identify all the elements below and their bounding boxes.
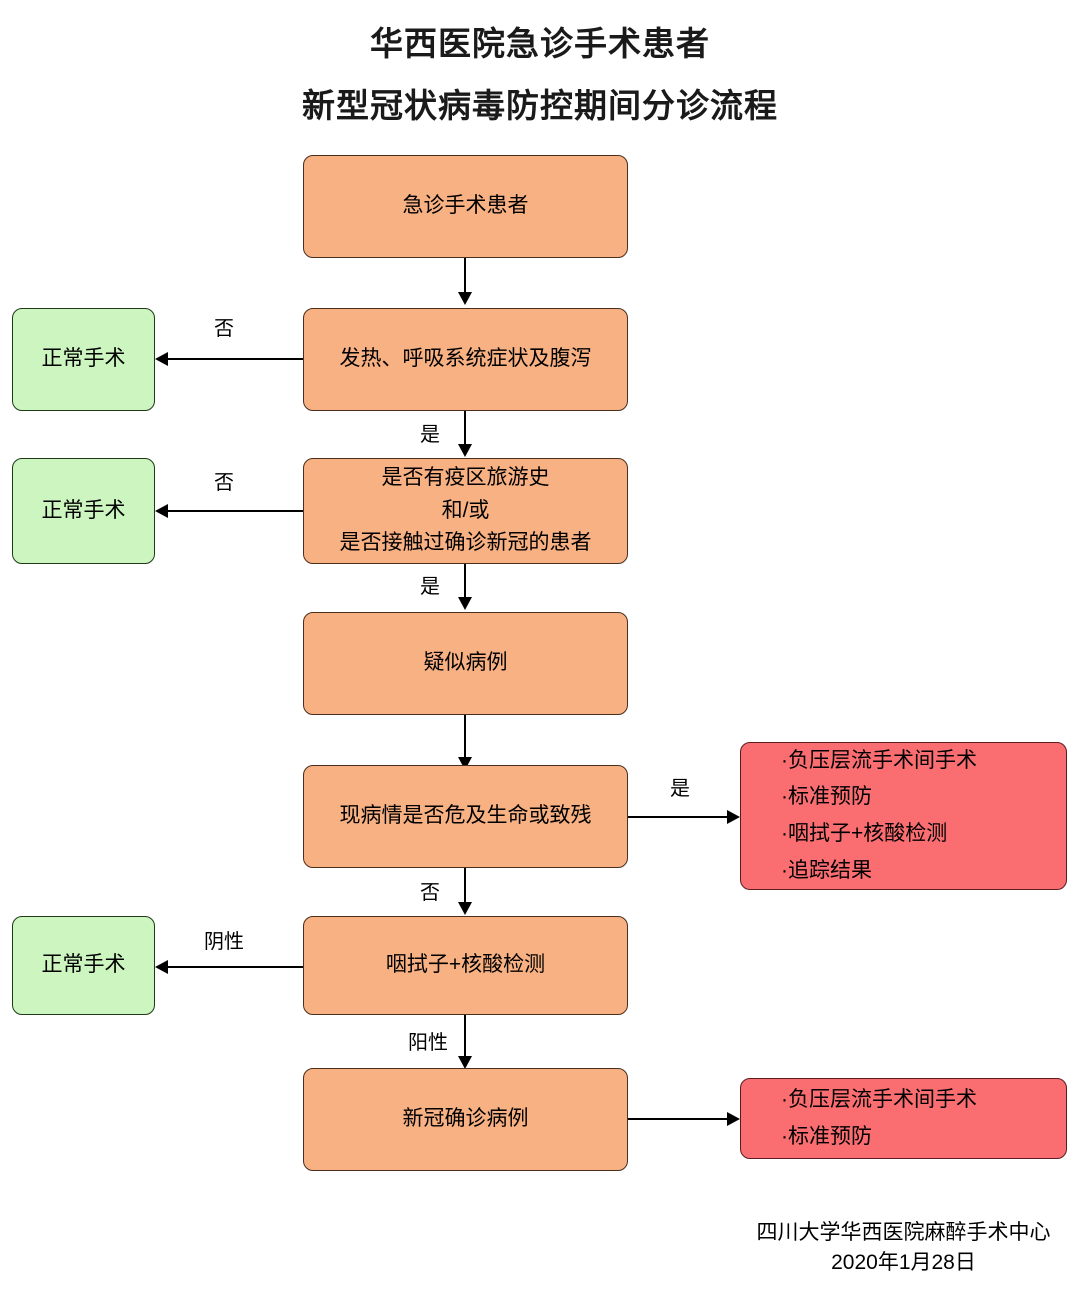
node-suspected-case: 疑似病例 — [303, 612, 628, 715]
node-symptoms-label: 发热、呼吸系统症状及腹泻 — [339, 347, 592, 371]
node-normal-surgery-2-label: 正常手术 — [41, 498, 126, 522]
node-normal-surgery-1-label: 正常手术 — [41, 347, 126, 371]
node-exposure-line-1: 是否有疫区旅游史 — [381, 466, 550, 490]
connector-life-threat-to-swab — [464, 868, 466, 903]
connector-swab-to-confirmed — [464, 1015, 466, 1057]
arrowhead-exposure-to-normal-2 — [155, 504, 168, 518]
node-normal-surgery-3: 正常手术 — [12, 916, 155, 1015]
urgent-measure-item-2: ·标准预防 — [781, 785, 872, 809]
confirmed-measure-item-1: ·负压层流手术间手术 — [781, 1087, 977, 1111]
arrowhead-exposure-to-suspected — [458, 597, 472, 610]
node-confirmed-measures: ·负压层流手术间手术 ·标准预防 — [740, 1078, 1067, 1159]
node-swab-test-label: 咽拭子+核酸检测 — [385, 953, 546, 977]
arrowhead-symptoms-to-normal-1 — [155, 352, 168, 366]
node-swab-test: 咽拭子+核酸检测 — [303, 916, 628, 1015]
connector-confirmed-to-measures — [628, 1118, 727, 1120]
edge-label-exposure-yes: 是 — [420, 576, 440, 598]
urgent-measure-item-3: ·咽拭子+核酸检测 — [781, 822, 948, 845]
node-symptoms: 发热、呼吸系统症状及腹泻 — [303, 308, 628, 411]
connector-exposure-to-normal-2 — [168, 510, 303, 512]
arrowhead-confirmed-to-measures — [727, 1112, 740, 1126]
node-start: 急诊手术患者 — [303, 155, 628, 258]
node-exposure-lines: 是否有疫区旅游史 和/或 是否接触过确诊新冠的患者 — [312, 462, 619, 560]
connector-life-threat-to-urgent — [628, 816, 727, 818]
node-urgent-measures-lines: ·负压层流手术间手术 ·标准预防 ·咽拭子+核酸检测 ·追踪结果 — [781, 743, 1058, 889]
node-exposure-line-2: 和/或 — [441, 498, 490, 522]
node-start-label: 急诊手术患者 — [402, 194, 529, 218]
arrowhead-swab-to-normal-3 — [155, 960, 168, 974]
arrowhead-swab-to-confirmed — [458, 1056, 472, 1069]
page-title-line-1: 华西医院急诊手术患者 — [370, 25, 710, 62]
arrowhead-life-threat-to-urgent — [727, 810, 740, 824]
edge-label-exposure-no: 否 — [214, 472, 234, 494]
node-life-threat-label: 现病情是否危及生命或致残 — [339, 804, 592, 828]
arrowhead-start-to-symptoms — [458, 292, 472, 305]
confirmed-measure-item-2: ·标准预防 — [781, 1124, 872, 1148]
urgent-measure-item-1: ·负压层流手术间手术 — [781, 748, 977, 772]
node-exposure-line-3: 是否接触过确诊新冠的患者 — [339, 531, 592, 555]
footer-organization: 四川大学华西医院麻醉手术中心 2020年1月28日 — [740, 1218, 1067, 1279]
connector-swab-to-normal-3 — [168, 966, 303, 968]
node-confirmed-measures-lines: ·负压层流手术间手术 ·标准预防 — [781, 1082, 1058, 1155]
node-normal-surgery-1: 正常手术 — [12, 308, 155, 411]
node-normal-surgery-2: 正常手术 — [12, 458, 155, 564]
node-suspected-case-label: 疑似病例 — [423, 651, 508, 675]
edge-label-swab-positive: 阳性 — [408, 1032, 448, 1054]
node-normal-surgery-3-label: 正常手术 — [41, 953, 126, 977]
edge-label-life-threat-no: 否 — [420, 882, 440, 904]
edge-label-symptoms-no: 否 — [214, 318, 234, 340]
connector-symptoms-to-exposure — [464, 411, 466, 445]
edge-label-life-threat-yes: 是 — [670, 778, 690, 800]
node-confirmed-case: 新冠确诊病例 — [303, 1068, 628, 1171]
edge-label-swab-negative: 阴性 — [204, 931, 244, 953]
arrowhead-symptoms-to-exposure — [458, 444, 472, 457]
page-title-line-2: 新型冠状病毒防控期间分诊流程 — [302, 87, 778, 124]
connector-start-to-symptoms — [464, 258, 466, 294]
urgent-measure-item-4: ·追踪结果 — [781, 858, 872, 882]
node-life-threat: 现病情是否危及生命或致残 — [303, 765, 628, 868]
connector-exposure-to-suspected — [464, 564, 466, 598]
connector-suspected-to-life-threat — [464, 715, 466, 758]
arrowhead-life-threat-to-swab — [458, 902, 472, 915]
node-confirmed-case-label: 新冠确诊病例 — [402, 1107, 529, 1131]
edge-label-symptoms-yes: 是 — [420, 424, 440, 446]
connector-symptoms-to-normal-1 — [168, 358, 303, 360]
footer-line-2: 2020年1月28日 — [831, 1251, 976, 1275]
node-urgent-measures: ·负压层流手术间手术 ·标准预防 ·咽拭子+核酸检测 ·追踪结果 — [740, 742, 1067, 890]
node-exposure: 是否有疫区旅游史 和/或 是否接触过确诊新冠的患者 — [303, 458, 628, 564]
footer-line-1: 四川大学华西医院麻醉手术中心 — [756, 1221, 1051, 1244]
